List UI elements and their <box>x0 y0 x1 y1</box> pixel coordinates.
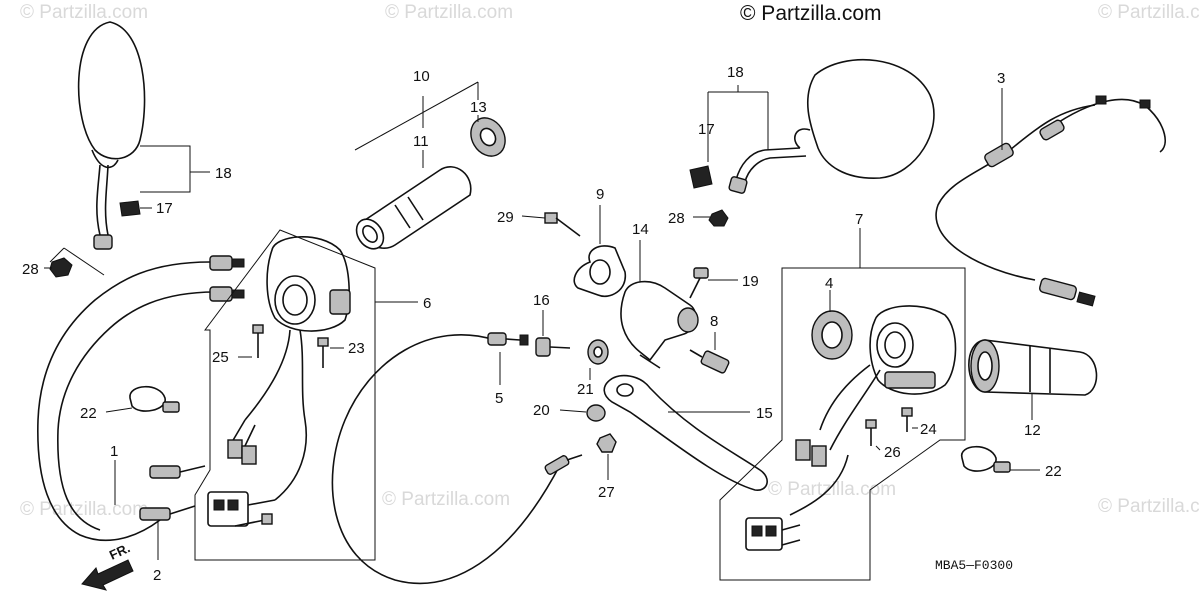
right-mirror <box>728 58 935 194</box>
right-grip <box>968 339 1098 396</box>
callout-24: 24 <box>920 421 937 438</box>
leader-18-right <box>707 85 769 162</box>
nut-27 <box>596 433 617 453</box>
callout-18-left: 18 <box>215 165 232 182</box>
left-switch-box <box>194 229 376 561</box>
callout-2: 2 <box>153 567 161 584</box>
callout-3: 3 <box>997 70 1005 87</box>
callout-14: 14 <box>632 221 649 238</box>
nut-20 <box>586 404 606 422</box>
front-label: FR. <box>107 540 132 562</box>
callout-22-right: 22 <box>1045 463 1062 480</box>
throttle-collar <box>470 117 506 157</box>
left-mirror-cap <box>119 200 141 217</box>
left-mirror-nut <box>49 257 73 278</box>
callout-21: 21 <box>577 381 594 398</box>
clutch-cable-left <box>37 255 245 542</box>
clutch-lever-15 <box>603 374 768 491</box>
callout-8: 8 <box>710 313 718 330</box>
leader-28-left <box>44 247 105 276</box>
callout-7: 7 <box>855 211 863 228</box>
callout-9: 9 <box>596 186 604 203</box>
callout-23: 23 <box>348 340 365 357</box>
leader-26 <box>875 445 881 451</box>
left-mirror <box>77 21 146 250</box>
callout-16: 16 <box>533 292 550 309</box>
leader-29 <box>521 215 546 219</box>
callout-1: 1 <box>110 443 118 460</box>
adjuster-21 <box>587 339 609 365</box>
screw-29 <box>544 212 581 237</box>
cable-clip-left <box>129 385 180 413</box>
pivot-bolt-16 <box>535 337 571 357</box>
callout-29: 29 <box>497 209 514 226</box>
throttle-grip <box>355 166 472 250</box>
watermark-bottom-right-center: © Partzilla.com <box>768 479 896 500</box>
screw-23 <box>317 337 329 368</box>
cable-clip-right <box>961 445 1011 473</box>
callout-18-right: 18 <box>727 64 744 81</box>
callout-19: 19 <box>742 273 759 290</box>
screw-25 <box>252 324 264 358</box>
left-switch-housing <box>207 236 351 527</box>
bolt-19 <box>689 267 709 299</box>
lever-clamp <box>573 245 626 297</box>
watermark-bottom-left: © Partzilla.com <box>20 499 148 520</box>
callout-26: 26 <box>884 444 901 461</box>
right-mirror-nut <box>708 209 729 227</box>
watermark-top-left: © Partzilla.com <box>20 2 148 23</box>
callout-6: 6 <box>423 295 431 312</box>
callout-15: 15 <box>756 405 773 422</box>
callout-22-left: 22 <box>80 405 97 422</box>
callout-10: 10 <box>413 68 430 85</box>
right-mirror-cap <box>689 165 713 189</box>
screw-26 <box>865 419 877 446</box>
throttle-cable <box>935 95 1166 307</box>
spacer-4 <box>811 310 853 360</box>
callout-4: 4 <box>825 275 833 292</box>
callout-17-right: 17 <box>698 121 715 138</box>
watermark-top-center: © Partzilla.com <box>385 2 513 23</box>
watermark-bottom-center: © Partzilla.com <box>382 489 510 510</box>
lever-bracket <box>620 280 699 369</box>
clutch-cable-center <box>331 332 583 585</box>
callout-20: 20 <box>533 402 550 419</box>
callout-17-left: 17 <box>156 200 173 217</box>
leader-18-left <box>140 145 210 193</box>
callout-25: 25 <box>212 349 229 366</box>
watermark-top-right: © Partzilla.com <box>1098 2 1200 23</box>
right-switch-box <box>719 267 966 581</box>
front-arrow: FR. <box>81 540 134 591</box>
callout-27: 27 <box>598 484 615 501</box>
callout-12: 12 <box>1024 422 1041 439</box>
leader-20 <box>559 409 587 413</box>
callout-5: 5 <box>495 390 503 407</box>
switch-8 <box>689 349 730 374</box>
diagram-code: MBA5—F0300 <box>935 558 1013 573</box>
watermark-header: © Partzilla.com <box>740 2 882 25</box>
screw-24 <box>901 407 913 432</box>
watermark-bottom-right: © Partzilla.com <box>1098 496 1200 517</box>
leader-22-left <box>105 407 133 413</box>
callout-28-right: 28 <box>668 210 685 227</box>
callout-11: 11 <box>413 133 429 150</box>
right-switch-housing <box>745 305 957 551</box>
callout-13: 13 <box>470 99 487 116</box>
callout-28-left: 28 <box>22 261 39 278</box>
leader-10-11-13 <box>354 81 479 168</box>
